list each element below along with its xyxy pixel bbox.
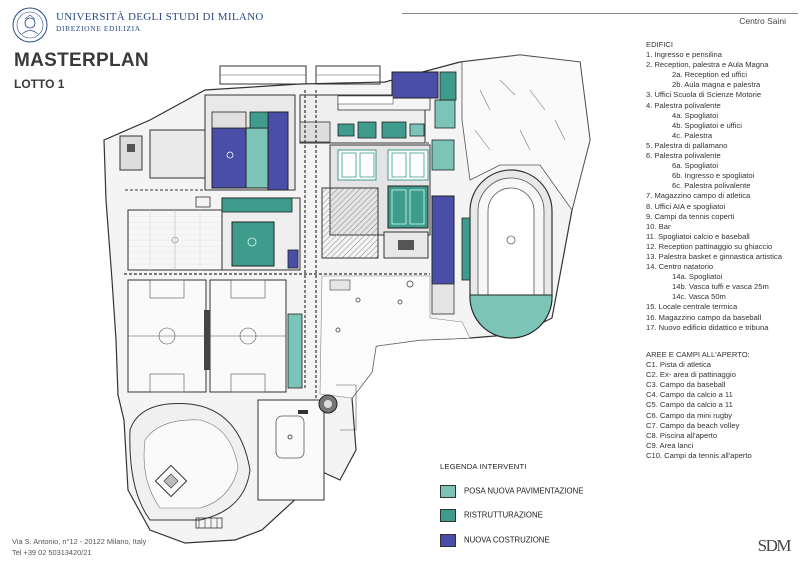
legenda-swatch	[440, 534, 456, 547]
legenda-swatch	[440, 509, 456, 522]
aree-item: C7. Campo da beach volley	[646, 420, 740, 430]
footer-address: Via S. Antonio, n°12 - 20122 Milano, Ita…	[12, 537, 147, 546]
edifici-item: 2. Reception, palestra e Aula Magna	[646, 60, 769, 70]
aree-item: C10. Campi da tennis all'aperto	[646, 450, 752, 460]
aree-list: AREE E CAMPI ALL'APERTO: C1. Pista di at…	[646, 350, 752, 461]
edifici-item: 7. Magazzino campo di atletica	[646, 191, 751, 201]
edifici-item: 8. Uffici AIA e spogliatoi	[646, 201, 726, 211]
page-title: MASTERPLAN	[14, 50, 149, 71]
building-14	[431, 195, 455, 285]
edifici-item: 10. Bar	[646, 221, 671, 231]
aree-item: C6. Campo da mini rugby	[646, 410, 733, 420]
header-divider	[402, 13, 798, 14]
edifici-item: 14a. Spogliatoi	[672, 272, 723, 282]
footer-phone: Tel +39 02 50313420/21	[12, 548, 92, 557]
department-name: DIREZIONE EDILIZIA	[56, 24, 141, 33]
edifici-item: 1. Ingresso e pensilina	[646, 50, 722, 60]
aree-heading: AREE E CAMPI ALL'APERTO:	[646, 350, 750, 359]
legenda-title: LEGENDA INTERVENTI	[440, 462, 527, 471]
edifici-item: 4b. Spogliatoi e uffici	[672, 120, 742, 130]
legenda-label: RISTRUTTURAZIONE	[464, 510, 543, 520]
brand-mark: SDM	[757, 536, 792, 555]
legenda-item: POSA NUOVA PAVIMENTAZIONE	[440, 485, 583, 498]
aree-item: C4. Campo da calcio a 11	[646, 390, 733, 400]
edifici-item: 4. Palestra polivalente	[646, 100, 721, 110]
edifici-item: 4a. Spogliatoi	[672, 110, 719, 120]
edifici-item: 15. Locale centrale termica	[646, 302, 738, 312]
edifici-item: 12. Reception pattinaggio su ghiaccio	[646, 241, 773, 251]
legenda-swatch	[440, 485, 456, 498]
aree-item: C5. Campo da calcio a 11	[646, 400, 733, 410]
edifici-item: 17. Nuovo edificio didattico e tribuna	[646, 322, 769, 332]
page-subtitle: LOTTO 1	[14, 77, 65, 91]
edifici-item: 14b. Vasca tuffi e vasca 25m	[672, 282, 769, 292]
aree-item: C1. Pista di atletica	[646, 360, 711, 370]
edifici-item: 9. Campi da tennis coperti	[646, 211, 735, 221]
edifici-item: 5. Palestra di pallamano	[646, 140, 728, 150]
aree-item: C9. Area lanci	[646, 440, 694, 450]
edifici-item: 6a. Spogliatoi	[672, 161, 719, 171]
edifici-item: 3. Uffici Scuola di Scienze Motorie	[646, 90, 762, 100]
location-name: Centro Saini	[739, 16, 786, 26]
edifici-item: 4c. Palestra	[672, 130, 713, 140]
university-seal-icon	[12, 7, 48, 43]
legenda-label: NUOVA COSTRUZIONE	[464, 535, 550, 545]
building-17	[391, 71, 439, 99]
edifici-item: 6. Palestra polivalente	[646, 151, 721, 161]
edifici-item: 14c. Vasca 50m	[672, 292, 726, 302]
edifici-item: 2a. Reception ed uffici	[672, 70, 748, 80]
aree-item: C2. Ex- area di pattinaggio	[646, 370, 736, 380]
legenda-label: POSA NUOVA PAVIMENTAZIONE	[464, 486, 584, 496]
edifici-item: 6c. Palestra polivalente	[672, 181, 751, 191]
outdoor-pool	[469, 294, 553, 339]
legenda-item: NUOVA COSTRUZIONE	[440, 534, 550, 547]
edifici-item: 11. Spogliatoi calcio e baseball	[646, 231, 750, 241]
aree-item: C3. Campo da baseball	[646, 380, 726, 390]
aree-item: C8. Piscina all'aperto	[646, 430, 718, 440]
edifici-item: 14. Centro natatorio	[646, 262, 714, 272]
university-name: UNIVERSITÀ DEGLI STUDI DI MILANO	[56, 11, 264, 23]
edifici-item: 16. Magazzino campo da baseball	[646, 312, 762, 322]
edifici-item: 2b. Aula magna e palestra	[672, 80, 761, 90]
edifici-item: 13. Palestra basket e ginnastica artisti…	[646, 251, 782, 261]
legenda-item: RISTRUTTURAZIONE	[440, 509, 543, 522]
edifici-item: 6b. Ingresso e spogliatoi	[672, 171, 755, 181]
edifici-heading: EDIFICI	[646, 40, 674, 49]
